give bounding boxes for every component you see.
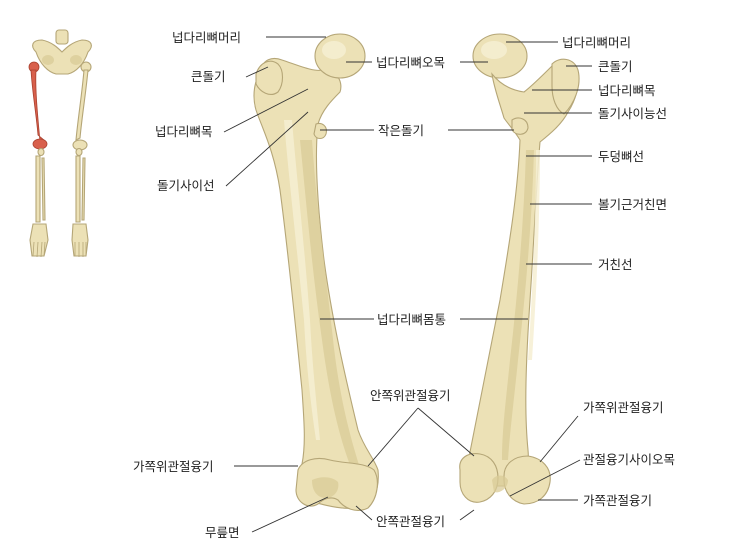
label-intertrochanteric-crest: 돌기사이능선 [598, 106, 667, 121]
label-intercondylar-fossa: 관절융기사이오목 [583, 452, 675, 467]
skeleton-thumbnail [28, 29, 92, 258]
label-lateral-condyle: 가쪽관절융기 [583, 493, 652, 508]
label-linea-aspera: 거친선 [598, 257, 633, 272]
label-posterior-head: 넙다리뼈머리 [562, 35, 631, 50]
labels: 넙다리뼈머리 큰돌기 넙다리뼈목 돌기사이선 넙다리뼈오목 작은돌기 넙다리뼈몸… [133, 30, 675, 540]
leader-lines [223, 36, 592, 533]
label-posterior-lateral-epicondyle: 가쪽위관절융기 [583, 400, 664, 415]
label-neck-notch: 넙다리뼈오목 [376, 55, 445, 70]
label-posterior-greater-trochanter: 큰돌기 [598, 59, 633, 74]
label-shaft: 넙다리뼈몸통 [377, 312, 446, 327]
label-medial-condyle: 안쪽관절융기 [376, 514, 445, 529]
label-gluteal-tuberosity: 볼기근거친면 [598, 197, 667, 212]
label-pectineal-line: 두덩뼈선 [598, 149, 644, 164]
label-posterior-neck: 넙다리뼈목 [598, 83, 656, 98]
label-medial-epicondyle: 안쪽위관절융기 [370, 388, 451, 403]
label-patellar-surface: 무릎면 [205, 525, 240, 540]
femur-posterior-view [459, 33, 580, 505]
label-anterior-head: 넙다리뼈머리 [172, 30, 241, 45]
label-anterior-greater-trochanter: 큰돌기 [191, 69, 226, 84]
label-intertrochanteric-line: 돌기사이선 [157, 178, 215, 193]
highlighted-femur [28, 61, 48, 150]
label-anterior-lateral-epicondyle: 가쪽위관절융기 [133, 459, 214, 474]
label-lesser-trochanter: 작은돌기 [378, 123, 424, 138]
femur-anterior-view [253, 33, 379, 511]
label-anterior-neck: 넙다리뼈목 [155, 124, 213, 139]
